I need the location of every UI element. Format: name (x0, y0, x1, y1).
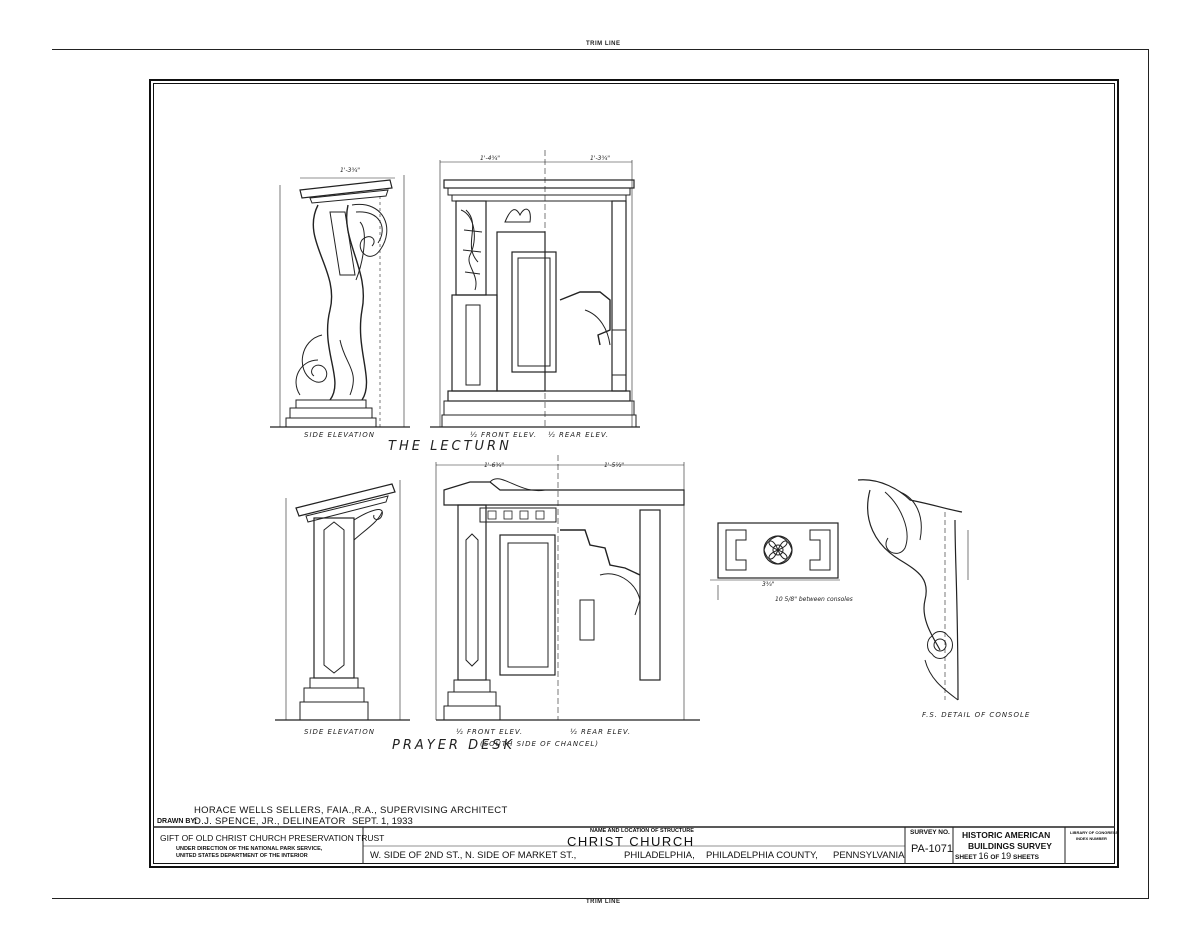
lectern-side-elevation (270, 175, 410, 428)
direction-line-1: UNDER DIRECTION OF THE NATIONAL PARK SER… (176, 846, 323, 852)
console-detail (857, 479, 969, 701)
habs-line-1: HISTORIC AMERICAN (962, 830, 1051, 840)
trim-line-top-label: TRIM LINE (586, 41, 621, 47)
survey-no-label: SURVEY NO. (910, 829, 950, 836)
drawn-by-label: DRAWN BY: (157, 818, 197, 825)
sheet-total: 19 (1001, 851, 1012, 861)
trim-line-bottom-label: TRIM LINE (586, 899, 621, 905)
dim-panel: 3¾" (762, 581, 775, 588)
desk-subtitle: (SOUTH SIDE OF CHANCEL) (480, 740, 599, 748)
desk-rear-caption: ½ REAR ELEV. (570, 728, 632, 736)
location-state: PENNSYLVANIA (833, 850, 905, 861)
lectern-front-rear-elevation (430, 150, 640, 428)
sheet-number: 16 (978, 851, 989, 861)
trim-line-right (1148, 49, 1149, 898)
loc-label-1: LIBRARY OF CONGRESS (1070, 830, 1119, 835)
desk-front-caption: ½ FRONT ELEV. (456, 728, 524, 736)
structure-name: CHRIST CHURCH (567, 834, 695, 849)
desk-side-caption: SIDE ELEVATION (304, 728, 375, 736)
trim-line-top (52, 49, 1149, 50)
panel-detail (710, 522, 840, 600)
loc-label-2: INDEX NUMBER (1076, 836, 1107, 841)
dim-lectern-front-left: 1'-4¾" (480, 155, 501, 162)
desk-front-rear-elevation (435, 455, 700, 721)
dim-lectern-front-right: 1'-3¾" (590, 155, 611, 162)
trim-line-bottom (52, 898, 1149, 899)
name-location-label: NAME AND LOCATION OF STRUCTURE (590, 828, 694, 834)
location-street: W. SIDE OF 2ND ST., N. SIDE OF MARKET ST… (370, 850, 577, 861)
sheet-inner-border (153, 83, 1115, 864)
console-caption: F.S. DETAIL OF CONSOLE (922, 711, 1031, 719)
direction-line-2: UNITED STATES DEPARTMENT OF THE INTERIOR (176, 853, 308, 859)
survey-number: PA-1071 (911, 843, 953, 855)
architect-credit: HORACE WELLS SELLERS, FAIA.,R.A., SUPERV… (194, 805, 508, 816)
lectern-title: THE LECTURN (388, 439, 512, 454)
sheets-label: SHEETS (1012, 854, 1039, 861)
lectern-front-caption: ½ FRONT ELEV. (470, 431, 538, 439)
sheet-count: SHEET 16 OF 19 SHEETS (955, 851, 1039, 861)
dim-lectern-side-top: 1'-3¾" (340, 167, 361, 174)
dim-desk-front-left: 1'-6¾" (484, 462, 505, 469)
dim-desk-front-right: 1'-5½" (604, 462, 625, 469)
drawing-date: SEPT. 1, 1933 (352, 816, 413, 827)
desk-title: PRAYER DESK (392, 738, 516, 753)
of-label: OF (990, 854, 1000, 861)
panel-note: 10 5/8" between consoles (775, 596, 853, 603)
location-county: PHILADELPHIA COUNTY, (706, 850, 818, 861)
habs-line-2: BUILDINGS SURVEY (968, 841, 1052, 851)
desk-side-elevation (275, 480, 410, 721)
delineator-credit: D.J. SPENCE, JR., DELINEATOR (194, 816, 346, 827)
lectern-side-caption: SIDE ELEVATION (304, 431, 375, 439)
gift-credit: GIFT OF OLD CHRIST CHURCH PRESERVATION T… (160, 833, 385, 843)
sheet-border (149, 79, 1119, 868)
lectern-rear-caption: ½ REAR ELEV. (548, 431, 610, 439)
sheet-label: SHEET (955, 854, 977, 861)
title-block-lines (153, 826, 1115, 864)
location-city: PHILADELPHIA, (624, 850, 695, 861)
